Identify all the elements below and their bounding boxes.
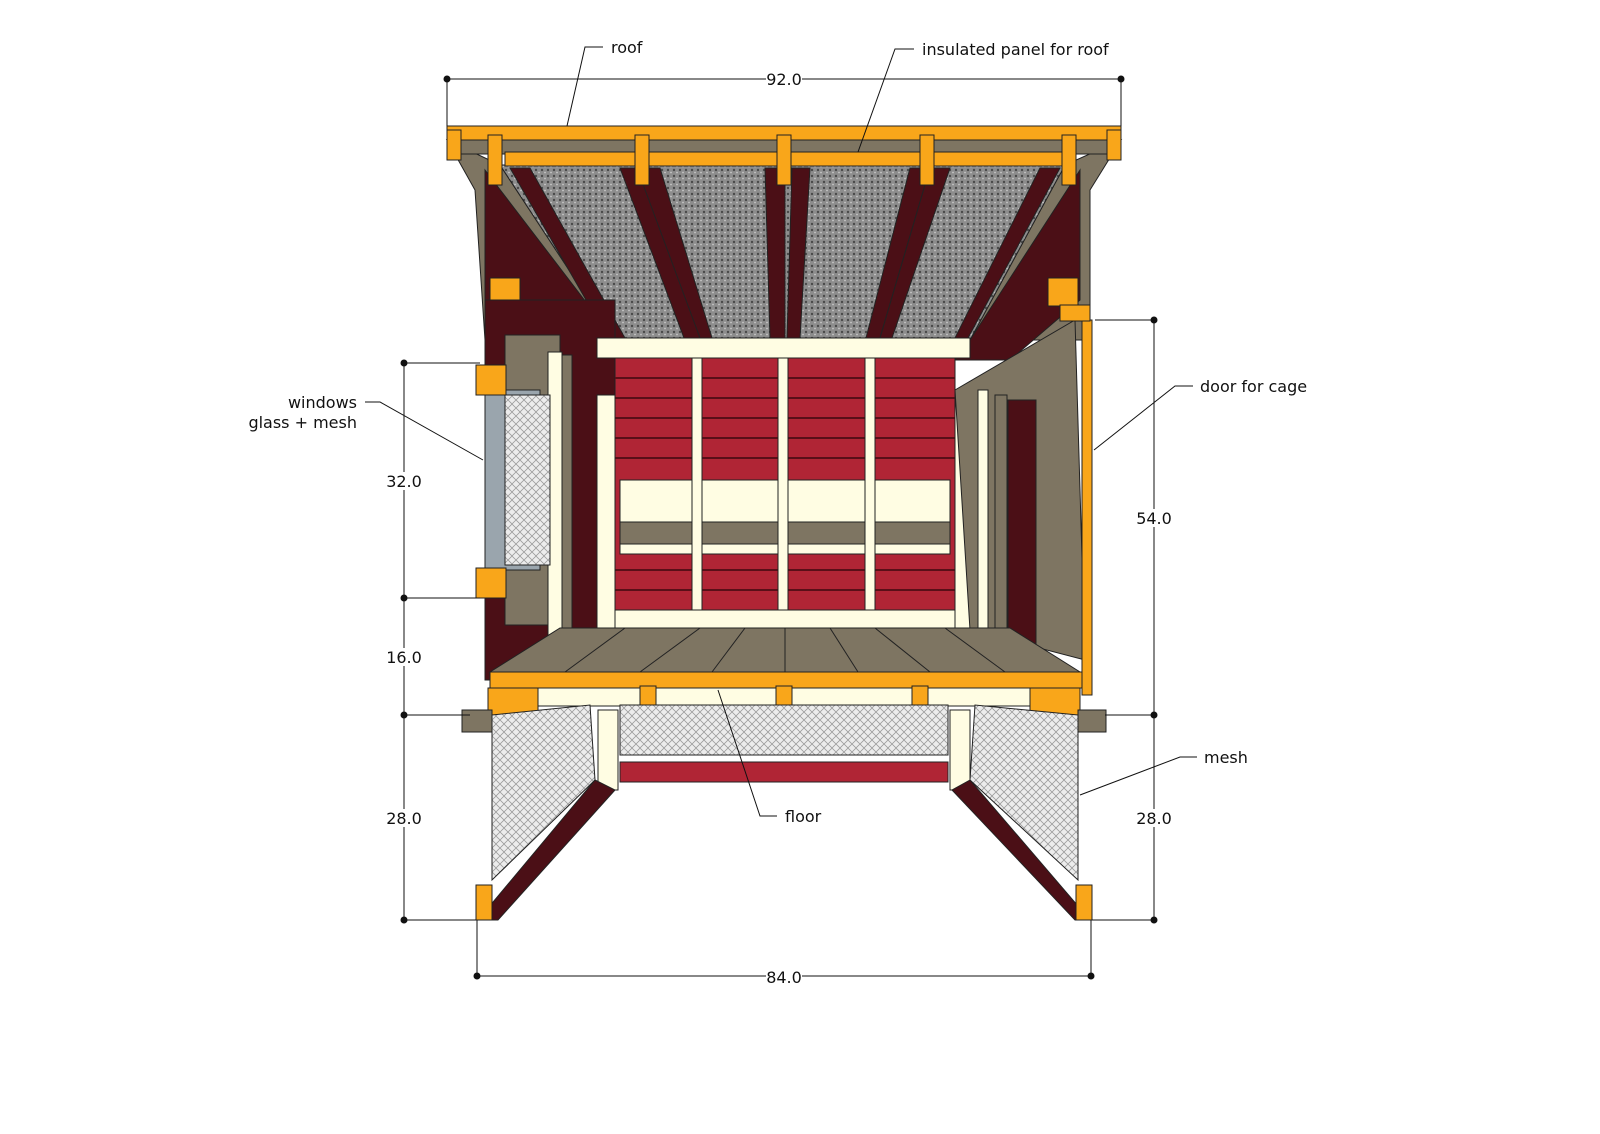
label-insulated-panel: insulated panel for roof [922, 40, 1109, 59]
dim-bottom-width: 84.0 [766, 968, 802, 987]
back-wall [596, 337, 974, 631]
label-glass-mesh: glass + mesh [248, 413, 357, 432]
base-mesh [475, 704, 1093, 921]
label-floor: floor [785, 807, 822, 826]
label-windows: windows [288, 393, 357, 412]
window-glass-mesh [475, 364, 551, 599]
roof [445, 125, 1123, 361]
dim-right-leg: 28.0 [1136, 809, 1172, 828]
dim-right-wall: 54.0 [1136, 509, 1172, 528]
label-roof: roof [611, 38, 643, 57]
leader-lines [365, 46, 1197, 817]
dimension-dots [400, 75, 1158, 980]
label-door: door for cage [1200, 377, 1307, 396]
dim-window-sill: 16.0 [386, 648, 422, 667]
dim-top-width: 92.0 [766, 70, 802, 89]
dim-left-leg: 28.0 [386, 809, 422, 828]
dim-window-height: 32.0 [386, 472, 422, 491]
label-mesh: mesh [1204, 748, 1248, 767]
